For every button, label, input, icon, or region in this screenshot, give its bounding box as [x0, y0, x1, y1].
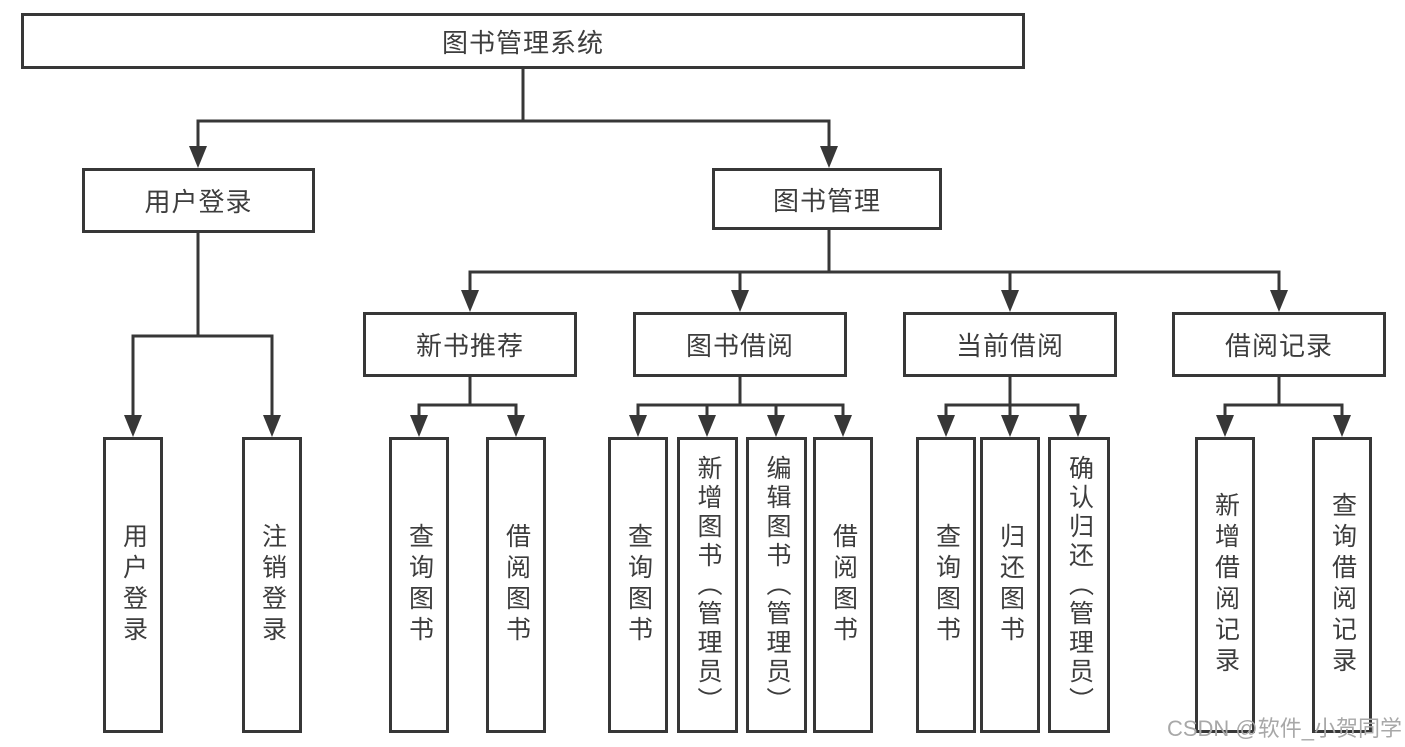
leaf-add-borrow-record: 新增借阅记录	[1195, 437, 1255, 733]
leaf-add-books-admin: 新增图书（管理员）	[677, 437, 738, 733]
leaf-borrow-books: 借阅图书	[813, 437, 873, 733]
leaf-user-login: 用户登录	[103, 437, 163, 733]
node-current-borrow: 当前借阅	[903, 312, 1117, 377]
node-user-login: 用户登录	[82, 168, 315, 233]
node-book-borrow: 图书借阅	[633, 312, 847, 377]
csdn-watermark: CSDN @软件_小贺同学	[1166, 716, 1402, 741]
leaf-edit-books-admin: 编辑图书（管理员）	[746, 437, 807, 733]
leaf-query-books-current: 查询图书	[916, 437, 976, 733]
leaf-query-books-recommend: 查询图书	[389, 437, 449, 733]
leaf-query-borrow-record: 查询借阅记录	[1312, 437, 1372, 733]
node-book-management: 图书管理	[712, 168, 942, 230]
node-borrow-records: 借阅记录	[1172, 312, 1386, 377]
node-new-book-recommend: 新书推荐	[363, 312, 577, 377]
arrowheads	[124, 146, 1351, 437]
leaf-query-books-borrow: 查询图书	[608, 437, 668, 733]
leaf-borrow-books-recommend: 借阅图书	[486, 437, 546, 733]
leaf-confirm-return-admin: 确认归还（管理员）	[1048, 437, 1110, 733]
node-library-management-system: 图书管理系统	[21, 13, 1025, 69]
leaf-return-books: 归还图书	[980, 437, 1040, 733]
leaf-logout: 注销登录	[242, 437, 302, 733]
